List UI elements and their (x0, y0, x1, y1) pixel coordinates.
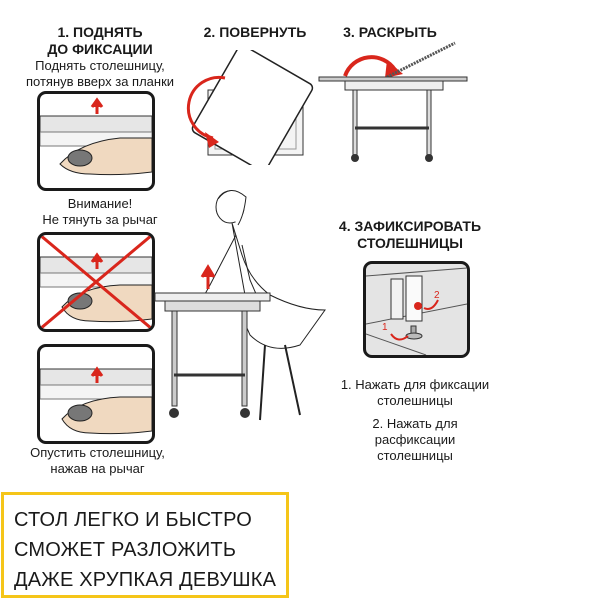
lower-line1: Опустить столешницу, (30, 445, 165, 460)
step1-title: 1. ПОДНЯТЬ ДО ФИКСАЦИИ (30, 24, 170, 58)
lock-mechanism-illustration: 2 1 (366, 267, 467, 355)
woman-lifting-table-illustration (154, 190, 326, 421)
hand-lever-illustration (40, 366, 152, 435)
promo-box: СТОЛ ЛЕГКО И БЫСТРО СМОЖЕТ РАЗЛОЖИТЬ ДАЖ… (1, 492, 289, 598)
rotate-tabletop-illustration (186, 50, 314, 165)
step2-title: 2. ПОВЕРНУТЬ (203, 24, 307, 40)
step3-title: 3. РАСКРЫТЬ (343, 24, 437, 40)
step4-title: 4. ЗАФИКСИРОВАТЬ СТОЛЕШНИЦЫ (335, 218, 485, 252)
note2-line1: 2. Нажать для (372, 416, 458, 431)
lock-note: 1. Нажать для фиксации столешницы (330, 377, 500, 409)
rotate-arrow-icon (186, 75, 226, 140)
promo-line1: СТОЛ ЛЕГКО И БЫСТРО (14, 509, 252, 531)
badge-1: 1 (382, 322, 388, 333)
warning-line1: Внимание! (67, 196, 133, 211)
lower-text: Опустить столешницу, нажав на рычаг (10, 445, 185, 477)
release-button-icon (414, 302, 422, 310)
up-arrow-icon (200, 264, 216, 289)
note2-line3: столешницы (377, 448, 453, 463)
promo-line2: СМОЖЕТ РАЗЛОЖИТЬ (14, 539, 237, 561)
wrong-lever-illustration (40, 235, 152, 329)
lower-panel (37, 344, 155, 444)
badge-2: 2 (434, 290, 440, 301)
step1-description: Поднять столешницу, потянув вверх за пла… (15, 58, 185, 90)
hand-lifting-illustration (40, 97, 152, 176)
promo-line3: ДАЖЕ ХРУПКАЯ ДЕВУШКА (14, 569, 277, 591)
step1-desc-line1: Поднять столешницу, (35, 58, 165, 73)
unfold-table-illustration (318, 41, 468, 162)
lower-line2: нажав на рычаг (50, 461, 145, 476)
wrong-panel (37, 232, 155, 332)
unlock-note: 2. Нажать для расфиксации столешницы (330, 416, 500, 464)
note2-line2: расфиксации (374, 432, 456, 447)
step1-title-line1: 1. ПОДНЯТЬ (57, 24, 143, 40)
up-arrow-icon (90, 97, 104, 114)
warning-line2: Не тянуть за рычаг (42, 212, 158, 227)
step4-title-line1: 4. ЗАФИКСИРОВАТЬ (338, 218, 482, 234)
lift-panel (37, 91, 155, 191)
step1-desc-line2: потянув вверх за планки (25, 74, 175, 89)
up-arrow-icon (90, 252, 104, 269)
lock-panel: 2 1 (363, 261, 470, 358)
step4-title-line2: СТОЛЕШНИЦЫ (357, 235, 463, 251)
note1-line1: 1. Нажать для фиксации (340, 377, 490, 392)
warning-text: Внимание! Не тянуть за рычаг (15, 196, 185, 228)
up-arrow-icon (90, 366, 104, 383)
step1-title-line2: ДО ФИКСАЦИИ (47, 41, 153, 57)
note1-line2: столешницы (377, 393, 453, 408)
